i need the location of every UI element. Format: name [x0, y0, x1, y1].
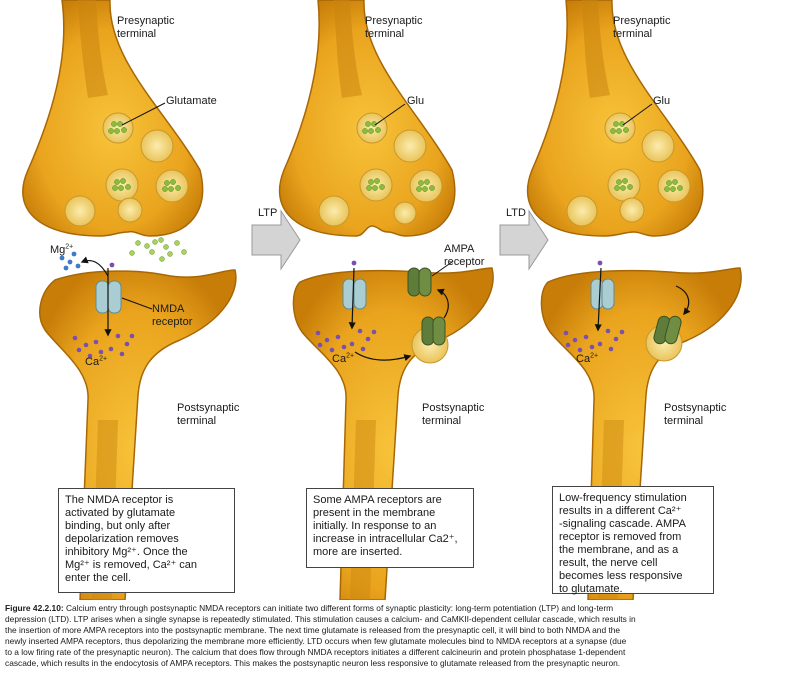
description-line: receptor is removed from: [559, 531, 682, 543]
mg-exit-arrow: [80, 256, 109, 277]
description-box-1: The NMDA receptor is activated by glutam…: [58, 488, 235, 593]
glutamate-in-vesicles: [108, 121, 181, 192]
glutamate-in-vesicles: [362, 121, 435, 192]
ampa-receptor-membrane: [407, 267, 432, 297]
description-line: depolarization removes: [65, 533, 179, 545]
description-line: results in a different Ca²⁺: [559, 505, 682, 517]
figure-caption: Figure 42.2.10: Calcium entry through po…: [5, 603, 785, 670]
glutamate-label: Glutamate: [166, 95, 217, 107]
axon-core: [582, 0, 610, 98]
synaptic-vesicles: [318, 112, 443, 227]
calcium-entry-arrow: [348, 267, 356, 330]
ampa-receptor-endocytosis: [645, 315, 683, 362]
mg-label: Mg2+: [50, 243, 74, 256]
calcium-ions: [72, 333, 135, 359]
description-line: binding, but only after: [65, 520, 171, 532]
nmda-receptor-label: NMDA receptor: [152, 303, 193, 328]
ampa-receptor-label: AMPA receptor: [444, 243, 485, 268]
presynaptic-label-2: Presynaptic terminal: [365, 15, 423, 40]
glu-pointer: [622, 103, 653, 126]
calcium-ions: [563, 328, 625, 353]
description-line: initially. In response to an: [313, 520, 437, 532]
glutamate-in-vesicles: [610, 121, 683, 192]
ampa-removal-arrow: [675, 285, 691, 316]
calcium-label-2: Ca2+: [332, 352, 355, 365]
released-glutamate: [129, 237, 187, 262]
postsynaptic-label-2: Postsynaptic terminal: [422, 402, 485, 427]
caption-line: to a low firing rate of the presynaptic …: [5, 647, 626, 658]
ampa-receptor-endosome: [411, 316, 449, 364]
glu-pointer: [374, 103, 406, 126]
ltd-label: LTD: [506, 207, 526, 219]
description-line: The NMDA receptor is: [65, 494, 174, 506]
caption-line: newly inserted AMPA receptors, thus depo…: [5, 636, 627, 647]
nmda-receptor: [342, 278, 367, 310]
glu-label-2: Glu: [407, 95, 425, 107]
axon-core: [78, 0, 108, 98]
calcium-entry-arrow: [594, 267, 602, 332]
caption-line: the insertion of more AMPA receptors int…: [5, 625, 621, 636]
description-line: the membrane, and as a: [559, 544, 679, 556]
description-box-2: Some AMPA receptors are present in the m…: [306, 488, 474, 568]
description-line: inhibitory Mg²⁺. Once the: [65, 546, 188, 558]
description-line: more are inserted.: [313, 546, 403, 558]
description-line: result, the nerve cell: [559, 557, 658, 569]
synaptic-plasticity-diagram: [22, 0, 742, 600]
description-line: activated by glutamate: [65, 507, 176, 519]
description-line: enter the cell.: [65, 572, 132, 584]
presynaptic-label-1: Presynaptic terminal: [117, 15, 175, 40]
synaptic-vesicles: [566, 112, 691, 227]
description-line: present in the membrane: [313, 507, 436, 519]
ampa-insertion-arrow: [436, 288, 449, 319]
description-line: Low-frequency stimulation: [559, 492, 687, 504]
glu-label-3: Glu: [653, 95, 671, 107]
description-line: becomes less responsive: [559, 570, 683, 582]
caption-line: depression (LTD). LTP arises when a sing…: [5, 614, 636, 625]
description-line: to glutamate.: [559, 583, 623, 595]
description-line: Some AMPA receptors are: [313, 494, 442, 506]
caption-line: cascade, which results in the endocytosi…: [5, 658, 621, 669]
ltp-arrow: [251, 209, 301, 271]
description-line: increase in intracellular Ca2⁺,: [313, 533, 458, 545]
synaptic-vesicles: [64, 112, 189, 227]
magnesium-ions: [59, 251, 81, 271]
description-box-3: Low-frequency stimulation results in a d…: [552, 486, 714, 595]
postsynaptic-label-1: Postsynaptic terminal: [177, 402, 240, 427]
ltd-arrow: [499, 209, 549, 271]
description-line: Mg²⁺ is removed, Ca²⁺ can: [65, 559, 198, 571]
figure-number: Figure 42.2.10:: [5, 603, 64, 613]
nmda-receptor: [590, 278, 615, 310]
ltp-label: LTP: [258, 207, 278, 219]
caption-line: Figure 42.2.10: Calcium entry through po…: [5, 603, 614, 613]
postsynaptic-label-3: Postsynaptic terminal: [664, 402, 727, 427]
axon-core: [334, 0, 362, 98]
calcium-ions: [315, 328, 377, 353]
glutamate-pointer: [121, 102, 166, 126]
calcium-label-1: Ca2+: [85, 355, 108, 368]
ampa-pointer: [431, 261, 453, 277]
calcium-label-3: Ca2+: [576, 352, 599, 365]
description-line: -signaling cascade. AMPA: [559, 518, 686, 530]
ca-to-ampa-arrow: [354, 351, 412, 362]
presynaptic-label-3: Presynaptic terminal: [613, 15, 671, 40]
nmda-pointer: [121, 297, 153, 310]
